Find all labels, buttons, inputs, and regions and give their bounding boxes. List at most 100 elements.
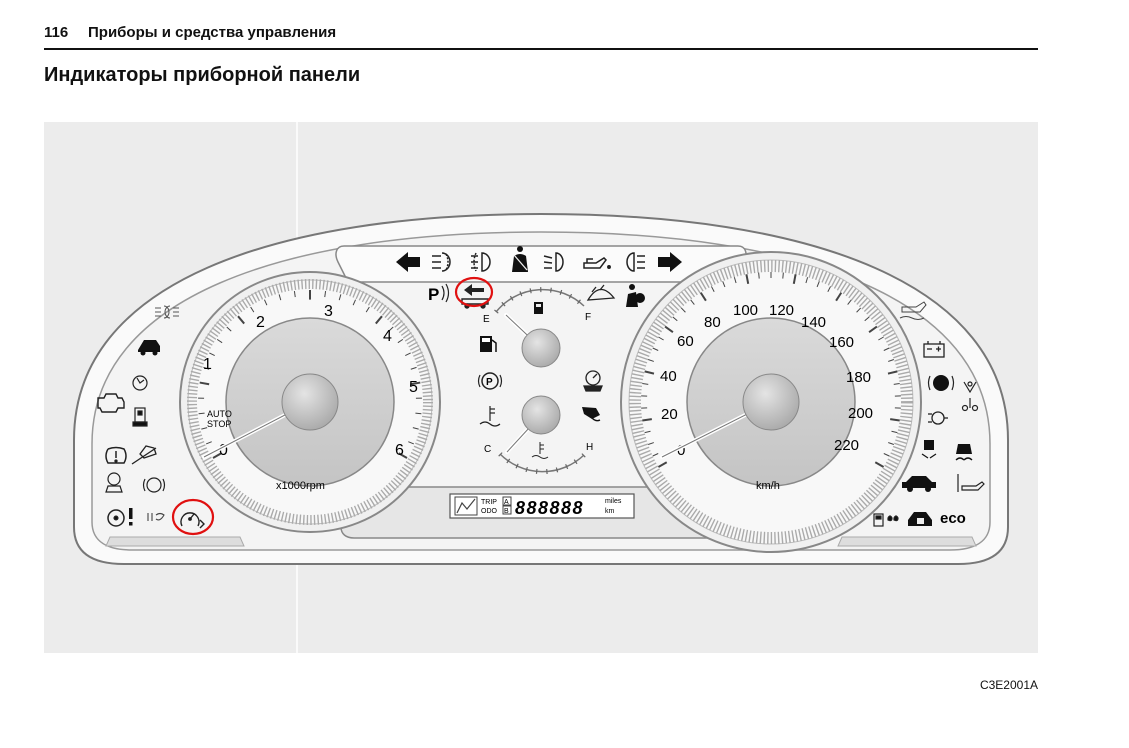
tach-label-4: 4 <box>383 328 392 345</box>
dial-tick <box>805 277 809 284</box>
service-vehicle-soon-icon <box>132 375 148 391</box>
dial-tick <box>410 366 417 370</box>
abs-warning-icon <box>927 375 955 391</box>
parking-lights-icon <box>155 305 179 319</box>
fuel-pump-icon <box>534 302 543 314</box>
auto-stop-label-2: STOP <box>207 419 231 429</box>
speed-hub <box>742 373 800 431</box>
tachometer: 1 2 3 4 5 6 0 AUTO STOP x1000rpm <box>179 271 441 533</box>
speed-label-100: 100 <box>733 302 758 319</box>
tach-hub <box>281 373 339 431</box>
dial-tick <box>408 441 415 445</box>
fuel-gauge: E F <box>483 287 591 368</box>
dial-tick <box>658 336 664 341</box>
dial-tick <box>647 359 654 362</box>
esc-off-icon <box>921 440 937 459</box>
tach-unit-label: x1000rpm <box>276 480 325 492</box>
turn-left-arrow-icon <box>396 252 420 272</box>
dial-tick <box>893 383 900 385</box>
left-shelf <box>105 536 245 547</box>
trip-graph-icon <box>454 496 478 516</box>
dial-tick <box>278 294 282 301</box>
dial-tick <box>198 412 205 415</box>
tach-label-0: 0 <box>219 442 228 459</box>
battery-charge-icon <box>923 341 945 358</box>
engine-oil-life-icon <box>899 301 927 320</box>
brake-warning-exclamation-icon <box>129 508 133 526</box>
dial-tick <box>680 307 686 313</box>
dial-tick <box>856 307 862 313</box>
low-washer-fluid-icon <box>586 284 616 301</box>
brake-pad-wear-icon <box>142 477 166 493</box>
security-icon <box>908 512 932 526</box>
tach-label-5: 5 <box>409 379 418 396</box>
dial-tick <box>690 299 695 305</box>
tachometer-ticks <box>198 290 422 459</box>
dial-tick <box>864 316 870 322</box>
dial-tick <box>835 292 843 302</box>
glow-plug-icon <box>147 512 165 521</box>
figure-code: C3E2001A <box>979 678 1038 692</box>
dial-tick <box>398 452 408 459</box>
auto-stop-label-1: AUTO <box>207 409 232 419</box>
dial-tick <box>710 286 715 293</box>
dial-tick <box>792 274 797 284</box>
dial-tick <box>226 326 232 332</box>
speedometer-ticks <box>641 272 901 468</box>
dial-tick <box>644 430 651 434</box>
top-indicator-strip <box>335 245 747 283</box>
right-shelf <box>837 536 977 547</box>
dial-tick <box>397 338 404 344</box>
turn-right-arrow-icon <box>658 252 682 272</box>
dial-tick <box>827 286 832 293</box>
running-header: 116 Приборы и средства управления <box>44 24 1038 50</box>
dial-tick <box>410 381 421 386</box>
oil-pressure-icon <box>583 257 611 269</box>
dial-tick <box>847 299 852 305</box>
seat-occupancy-icon <box>132 407 148 427</box>
power-steering-icon <box>107 509 125 527</box>
dial-tick <box>878 336 884 341</box>
tire-pressure-icon <box>105 446 127 464</box>
tach-label-1: 1 <box>203 356 212 373</box>
dial-tick <box>365 306 370 313</box>
speed-label-140: 140 <box>801 314 826 331</box>
dial-tick <box>888 359 895 362</box>
section-title: Индикаторы приборной панели <box>44 64 361 86</box>
dial-tick <box>652 347 659 351</box>
dial-tick <box>664 325 674 333</box>
dial-tick <box>263 299 268 306</box>
odo-label: ODO <box>481 508 498 515</box>
top-strip-icons <box>396 246 682 272</box>
dial-tick <box>672 316 678 322</box>
dial-tick <box>816 281 820 288</box>
page-number: 116 <box>44 24 69 41</box>
temp-cold-label: C <box>484 444 491 455</box>
highlight-circle-speed-limiter <box>171 498 215 536</box>
rear-fog-light-icon <box>432 252 451 272</box>
parking-brake-letter: P <box>486 377 493 388</box>
temp-gauge-small-icon <box>531 442 549 459</box>
dial-tick <box>642 418 652 422</box>
dial-tick <box>405 352 411 356</box>
dial-tick <box>293 291 296 298</box>
dial-tick <box>201 427 208 430</box>
eco-mode-indicator: eco <box>940 510 966 527</box>
parking-brake-icon: P <box>477 372 503 390</box>
front-fog-light-icon <box>471 252 491 272</box>
dial-tick <box>338 294 342 301</box>
dial-tick <box>874 461 885 468</box>
speed-label-180: 180 <box>846 369 871 386</box>
trip-label: TRIP <box>481 499 497 506</box>
low-fuel-icon <box>480 336 497 352</box>
dial-tick <box>388 326 394 332</box>
dial-tick <box>699 292 707 302</box>
park-assist-letter: P <box>428 285 439 304</box>
low-beam-icon <box>543 252 564 272</box>
fuel-full-label: F <box>585 312 591 323</box>
dial-tick <box>733 277 737 284</box>
dial-tick <box>890 418 900 422</box>
running-title: Приборы и средства управления <box>88 24 337 41</box>
tach-label-3: 3 <box>324 303 333 320</box>
dial-tick <box>237 315 245 325</box>
